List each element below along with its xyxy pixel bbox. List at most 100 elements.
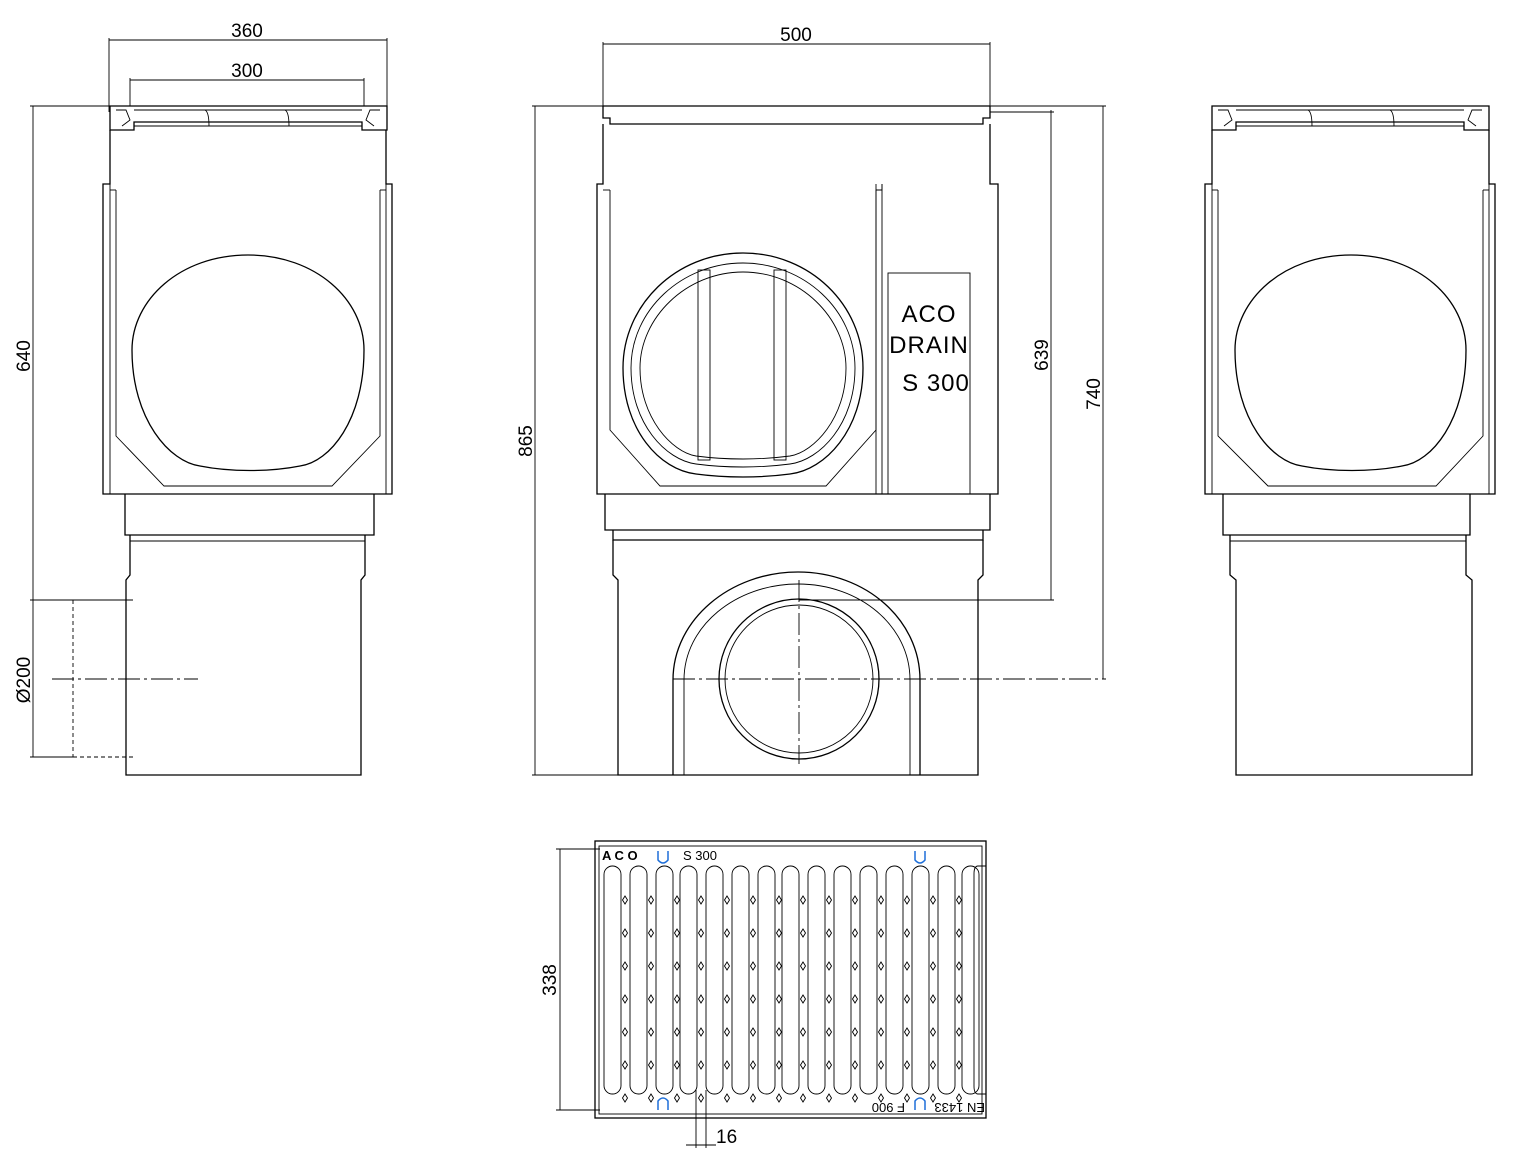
dim-865-text: 865 (516, 425, 537, 457)
grate-diamond (775, 1093, 783, 1103)
grate-diamond (799, 961, 807, 971)
dimension-300: 300 (129, 61, 365, 106)
grate-diamond (903, 928, 911, 938)
grate-slot (629, 865, 648, 1095)
grate-diamond (955, 1027, 963, 1037)
grate-diamond (851, 1060, 859, 1070)
grate-slot (757, 865, 776, 1095)
grate-diamond (877, 961, 885, 971)
dim-d200-text: Ø200 (14, 657, 35, 703)
grate-diamond (851, 961, 859, 971)
grate-diamond (749, 928, 757, 938)
grate-diamond (647, 928, 655, 938)
grate-diamond (851, 1027, 859, 1037)
grate-slot (859, 865, 878, 1095)
grate-diamond (903, 1093, 911, 1103)
grate-diamond (903, 961, 911, 971)
dimension-360: 360 (108, 21, 388, 112)
grate-diamond (825, 1027, 833, 1037)
dimension-640: 640 (14, 105, 130, 601)
grate-diamond (673, 994, 681, 1004)
grate-diamond (723, 1060, 731, 1070)
grate-diamond (799, 994, 807, 1004)
grate-diamond (723, 1027, 731, 1037)
grate-diamond (697, 1027, 705, 1037)
grate-model-text: S 300 (683, 848, 717, 863)
body-label-aco: ACO (901, 301, 956, 328)
grate-slot (807, 865, 826, 1095)
grate-diamond (903, 895, 911, 905)
dim-300-text: 300 (231, 61, 263, 82)
grate-diamond (621, 895, 629, 905)
grate-slot (603, 865, 622, 1095)
grate-standard-text: EN 1433 (934, 1100, 985, 1115)
grate-diamond (929, 928, 937, 938)
grate-clip-top-right (914, 851, 926, 864)
grate-slot (731, 865, 750, 1095)
grate-brand-text: A C O (602, 848, 638, 863)
grate-slot (655, 865, 674, 1095)
dim-16-text: 16 (716, 1127, 737, 1148)
dimension-338: 338 (540, 848, 600, 1111)
grate-diamond (929, 994, 937, 1004)
grate-slot (679, 865, 698, 1095)
grate-diamond (621, 1027, 629, 1037)
grate-diamond (673, 895, 681, 905)
grate-diamond (903, 994, 911, 1004)
grate-diamond (621, 961, 629, 971)
grate-diamond (647, 961, 655, 971)
grate-diamond (723, 1093, 731, 1103)
dim-639-text: 639 (1032, 339, 1053, 371)
grate-diamond (621, 1093, 629, 1103)
grate-diamond (851, 895, 859, 905)
left-side-view: 360 300 (14, 21, 393, 776)
grate-diamond (697, 1060, 705, 1070)
grate-diamond (621, 994, 629, 1004)
grate-diamond (877, 928, 885, 938)
grate-diamond (647, 1027, 655, 1037)
grate-diamond (877, 895, 885, 905)
grate-diamond (749, 1027, 757, 1037)
grate-diamond (825, 1093, 833, 1103)
grate-slot (937, 865, 956, 1095)
grate-diamond (749, 1060, 757, 1070)
grate-diamond (929, 1027, 937, 1037)
center-body: ACO DRAIN S 300 (596, 124, 999, 776)
grate-diamond (799, 1060, 807, 1070)
grate-slots (603, 865, 986, 1103)
grate-diamond (955, 961, 963, 971)
center-front-view: 500 ACO DRAIN S 300 (516, 25, 1106, 776)
grate-diamond (775, 994, 783, 1004)
grate-diamond (723, 961, 731, 971)
grate-diamond (673, 1060, 681, 1070)
grate-diamond (749, 994, 757, 1004)
grate-diamond (775, 895, 783, 905)
grate-diamond (799, 928, 807, 938)
dim-740-text: 740 (1084, 378, 1105, 410)
grate-diamond (775, 961, 783, 971)
grate-diamond (749, 895, 757, 905)
grate-diamond (903, 1060, 911, 1070)
grate-diamond (697, 961, 705, 971)
dimension-16: 16 (686, 1090, 737, 1148)
grate-diamond (929, 1093, 937, 1103)
grate-diamond (825, 961, 833, 971)
grate-diamond (877, 994, 885, 1004)
grate-plan-view: A C O S 300 F 900 EN 1433 338 16 (540, 840, 987, 1148)
grate-diamond (723, 994, 731, 1004)
grate-slot-edge (973, 865, 986, 1095)
pipe-diameter-200: Ø200 (14, 599, 198, 758)
grate-clip-bottom-left (657, 1097, 669, 1110)
dim-640-text: 640 (14, 340, 35, 372)
grate-clip-top-left (657, 851, 669, 864)
dimension-639: 639 (799, 110, 1054, 601)
grate-diamond (825, 895, 833, 905)
dimension-500: 500 (602, 25, 991, 112)
dimension-740: 740 (673, 106, 1106, 680)
left-body (102, 130, 393, 776)
grate-diamond (647, 895, 655, 905)
grate-diamond (799, 895, 807, 905)
grate-diamond (955, 928, 963, 938)
grate-diamond (723, 895, 731, 905)
